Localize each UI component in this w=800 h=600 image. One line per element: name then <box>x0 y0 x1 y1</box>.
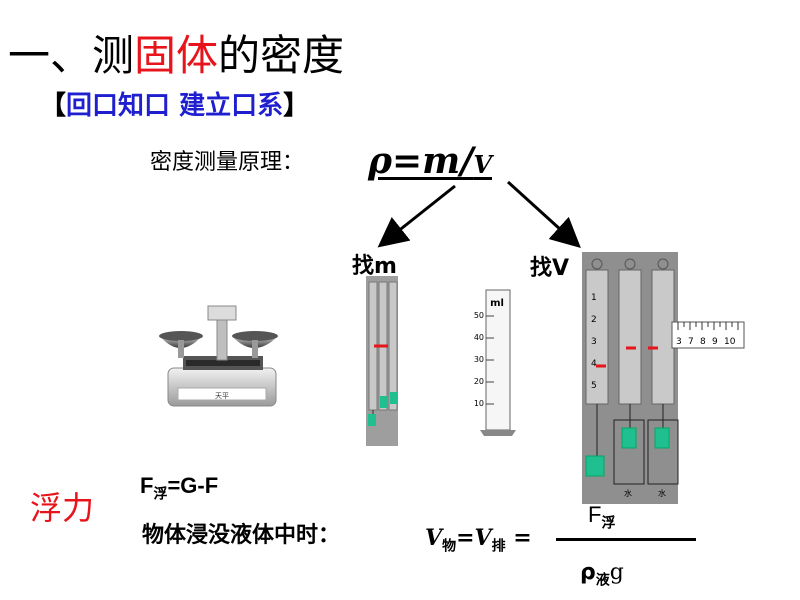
fraction-bar <box>556 538 696 541</box>
arrow-to-m <box>377 184 456 248</box>
vol-sub1: 物 <box>442 538 457 555</box>
density-formula: ρ=m/V <box>368 136 492 190</box>
cylinder-tick-30: 30 <box>474 355 484 364</box>
principle-label: 密度测量原理： <box>150 150 305 175</box>
ruler-tick-3: 3 <box>676 337 682 347</box>
title-highlight: 固体 <box>134 31 219 80</box>
buoyancy-formula: F浮=G-F <box>140 470 218 509</box>
buoy-f: F <box>140 473 154 498</box>
subtitle-close-bracket: 】 <box>283 91 310 121</box>
vol-eq2: = <box>505 525 532 551</box>
vol-sub2: 排 <box>491 538 506 555</box>
spring-scales-small <box>366 276 398 446</box>
subtitle-open-bracket: 【 <box>40 91 67 121</box>
frac-rho: ρ <box>580 560 596 585</box>
cylinder-tick-50: 50 <box>474 311 484 320</box>
cylinder-tick-40: 40 <box>474 333 484 342</box>
volume-equation: V物=V排 = <box>425 522 532 562</box>
ruler-tick-7: 7 <box>688 337 694 347</box>
ruler-tick-8: 8 <box>700 337 706 347</box>
vol-v2: V <box>474 525 492 551</box>
fraction-denominator: ρ液g <box>580 560 624 589</box>
scale-tick-3: 3 <box>591 337 597 347</box>
balance-plate-text: 天平 <box>215 392 229 400</box>
scale-tick-2: 2 <box>591 315 597 325</box>
ruler-tick-9: 9 <box>712 337 718 347</box>
buoy-rest: =G-F <box>167 473 219 498</box>
frac-g: g <box>609 560 624 585</box>
vol-eq1: = <box>456 525 475 551</box>
find-v-label: 找V <box>530 256 570 281</box>
spring-scales-large: 1 2 3 4 5 水 水 <box>582 252 679 504</box>
water-label-2: 水 <box>658 488 666 498</box>
formula-v: V <box>473 150 492 179</box>
scale-tick-4: 4 <box>591 359 597 369</box>
formula-rho-m: ρ=m/ <box>368 140 474 182</box>
cylinder-unit: ml <box>490 298 504 309</box>
subtitle-text: 回口知口 建立口系 <box>66 91 284 121</box>
scale-tick-5: 5 <box>591 381 597 391</box>
fraction-numerator: F浮 <box>588 502 615 532</box>
title-prefix: 一、测 <box>8 31 135 80</box>
cylinder-tick-10: 10 <box>474 399 484 408</box>
vol-v1: V <box>425 525 443 551</box>
buoy-f-sub: 浮 <box>153 485 168 502</box>
buoyancy-label: 浮力 <box>30 489 95 527</box>
water-label-1: 水 <box>624 488 632 498</box>
balance-scale: 天平 <box>159 305 278 407</box>
page-title: 一、测固体的密度 <box>8 28 344 84</box>
section-subtitle: 【回口知口 建立口系】 <box>40 88 309 124</box>
cylinder-tick-20: 20 <box>474 377 484 386</box>
immersed-text: 物体浸没液体中时： <box>142 523 341 548</box>
ruler-tick-10: 10 <box>724 337 736 347</box>
measuring-cylinder: ml 50 40 30 20 10 <box>474 289 516 436</box>
find-m-label: 找m <box>352 254 397 279</box>
title-suffix: 的密度 <box>218 31 345 80</box>
arrows <box>377 180 581 249</box>
arrow-to-v <box>506 180 581 249</box>
frac-f: F <box>588 502 602 527</box>
ruler: 3 7 8 9 10 <box>671 321 745 349</box>
frac-f-sub: 浮 <box>601 514 616 531</box>
frac-rho-sub: 液 <box>595 572 610 589</box>
scale-tick-1: 1 <box>591 293 597 303</box>
